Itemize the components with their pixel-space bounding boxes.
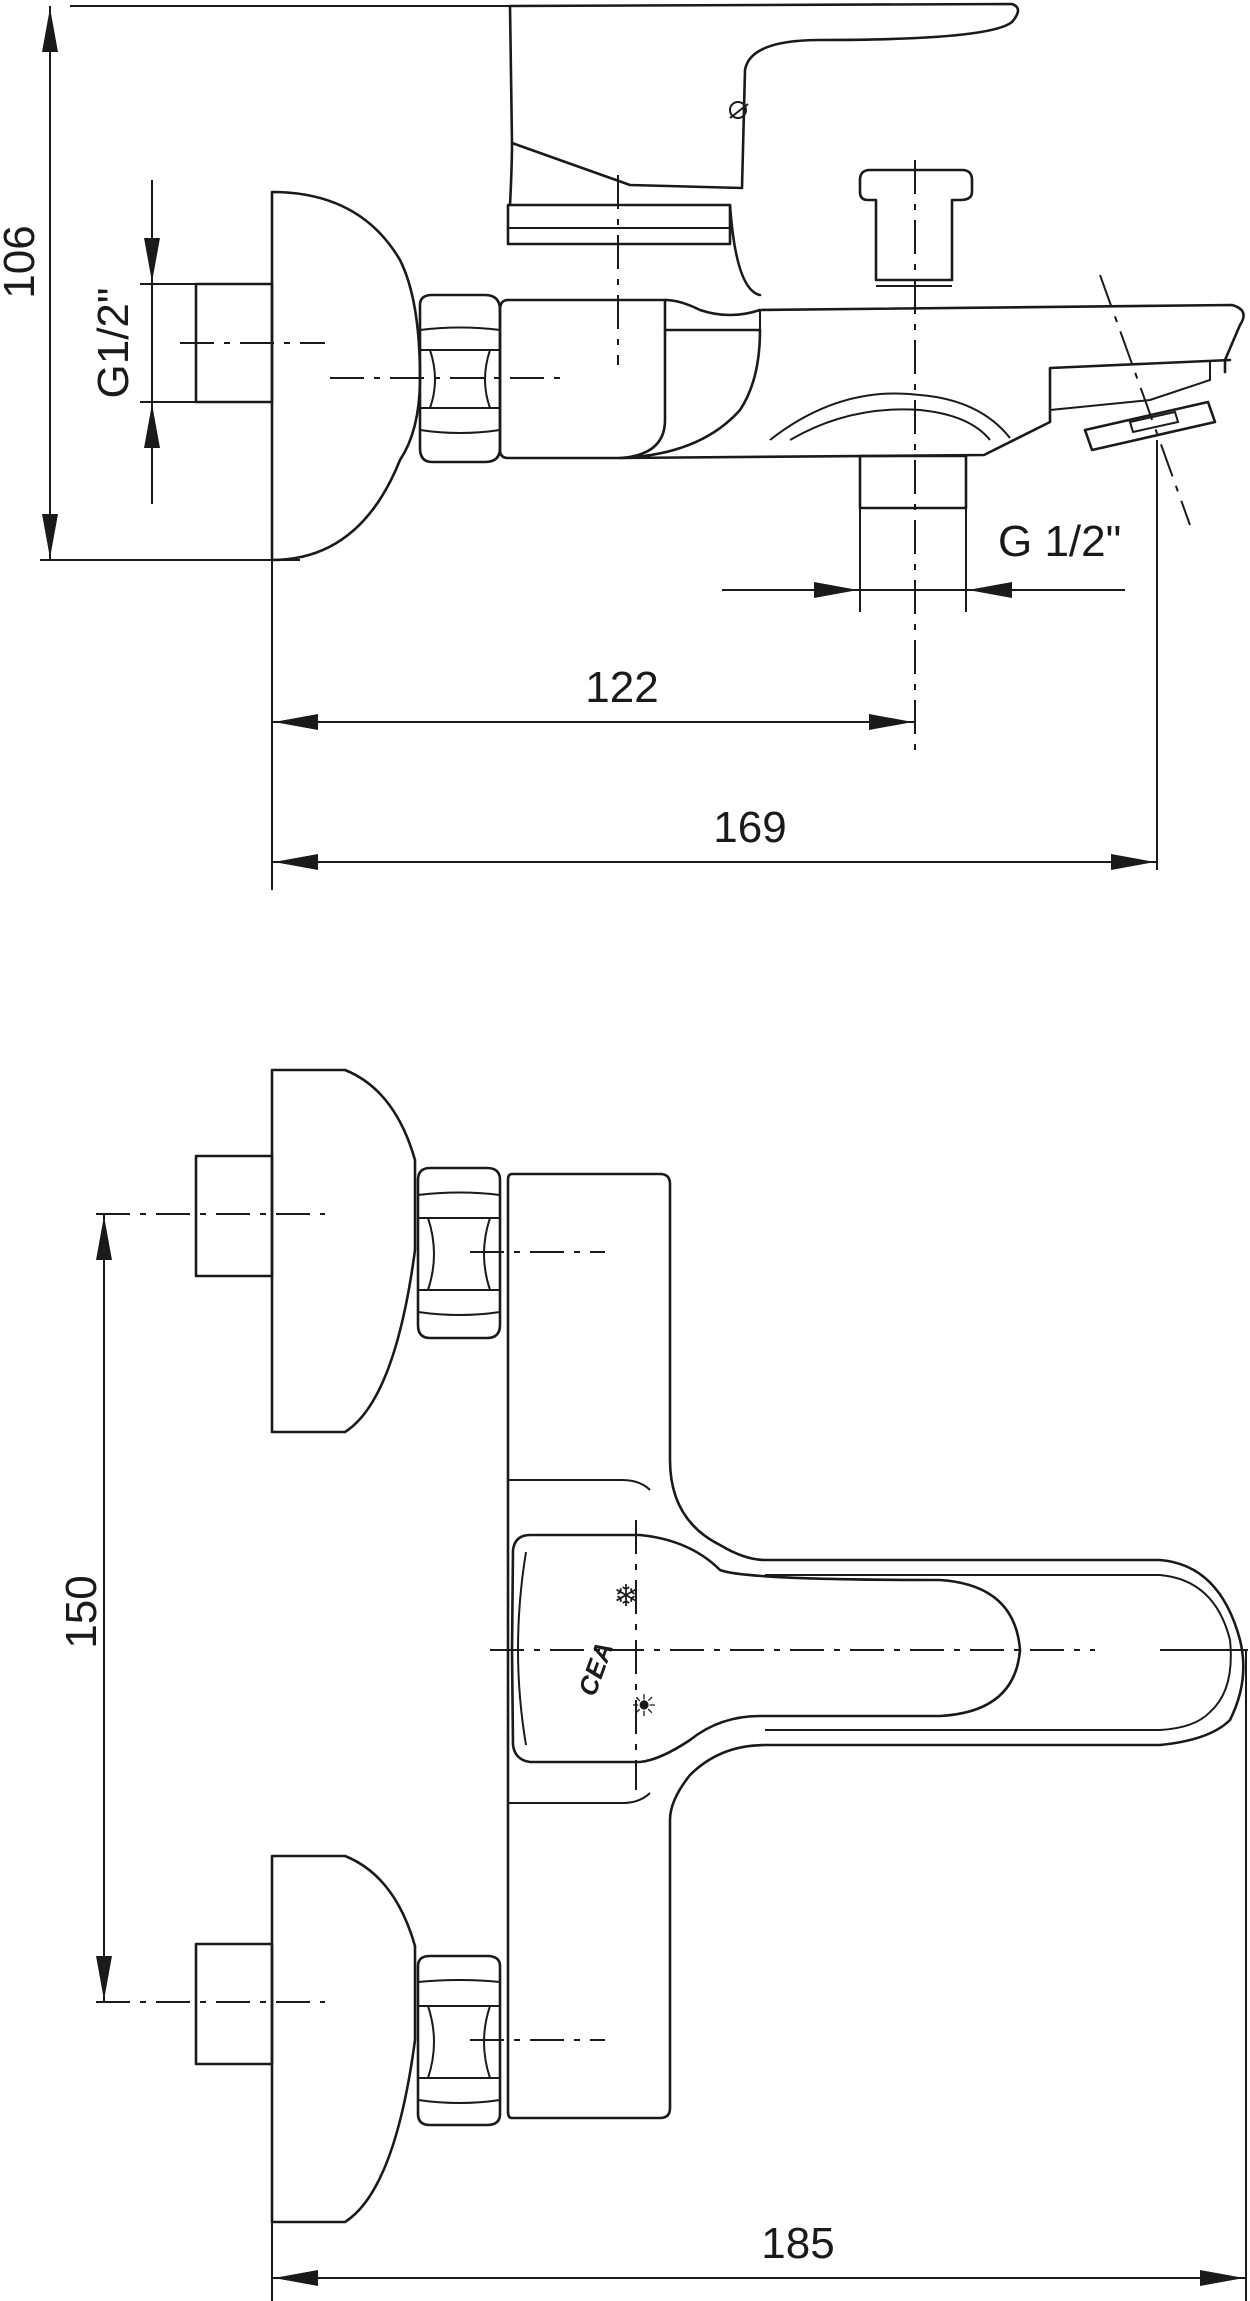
dim-inlet-thread-label: G1/2"	[89, 287, 138, 398]
dim-inlet-thread: G1/2"	[89, 180, 272, 504]
cold-symbol-icon: ❄	[613, 1579, 638, 1614]
aerator	[1083, 400, 1217, 452]
brand-logo-text: CEA	[572, 1638, 619, 1700]
bath-spout	[618, 328, 1232, 460]
dim-outlet-thread-label: G 1/2"	[998, 517, 1121, 566]
dim-total-depth-label: 185	[761, 2219, 834, 2268]
dim-total-depth: 185	[271, 1649, 1248, 2301]
mixer-body-top	[506, 1172, 1245, 2120]
lever-handle	[508, 2, 1020, 190]
dim-spout-center: 122	[271, 560, 915, 890]
lever-top	[510, 1533, 1022, 1764]
upper-inlet-pipe	[194, 1154, 274, 1278]
dim-outlet-thread: G 1/2"	[722, 517, 1125, 598]
mixer-body	[498, 298, 667, 460]
wall-escutcheon	[270, 190, 422, 562]
dim-spout-center-label: 122	[585, 663, 658, 712]
side-view	[180, 2, 1245, 870]
upper-hex-nut	[416, 1166, 502, 1340]
dim-spout-length-label: 169	[713, 803, 786, 852]
dim-height-label: 106	[0, 225, 44, 298]
outlet-pipe	[858, 454, 968, 510]
cartridge-body	[506, 203, 732, 246]
dim-spout-length: 169	[272, 803, 1157, 870]
lower-inlet-pipe	[194, 1942, 274, 2066]
diverter-knob	[858, 168, 974, 282]
hot-symbol-icon: ☀	[631, 1689, 658, 1724]
upper-escutcheon	[270, 1068, 417, 1434]
top-view: CEA ❄ ☀	[96, 1068, 1245, 2224]
lower-escutcheon	[270, 1854, 417, 2224]
brand-logo: CEA	[572, 1638, 619, 1700]
dim-height: 106	[0, 5, 520, 561]
dim-inlet-spacing: 150	[57, 1214, 112, 2002]
lower-hex-nut	[416, 1954, 502, 2127]
dim-inlet-spacing-label: 150	[57, 1575, 106, 1648]
